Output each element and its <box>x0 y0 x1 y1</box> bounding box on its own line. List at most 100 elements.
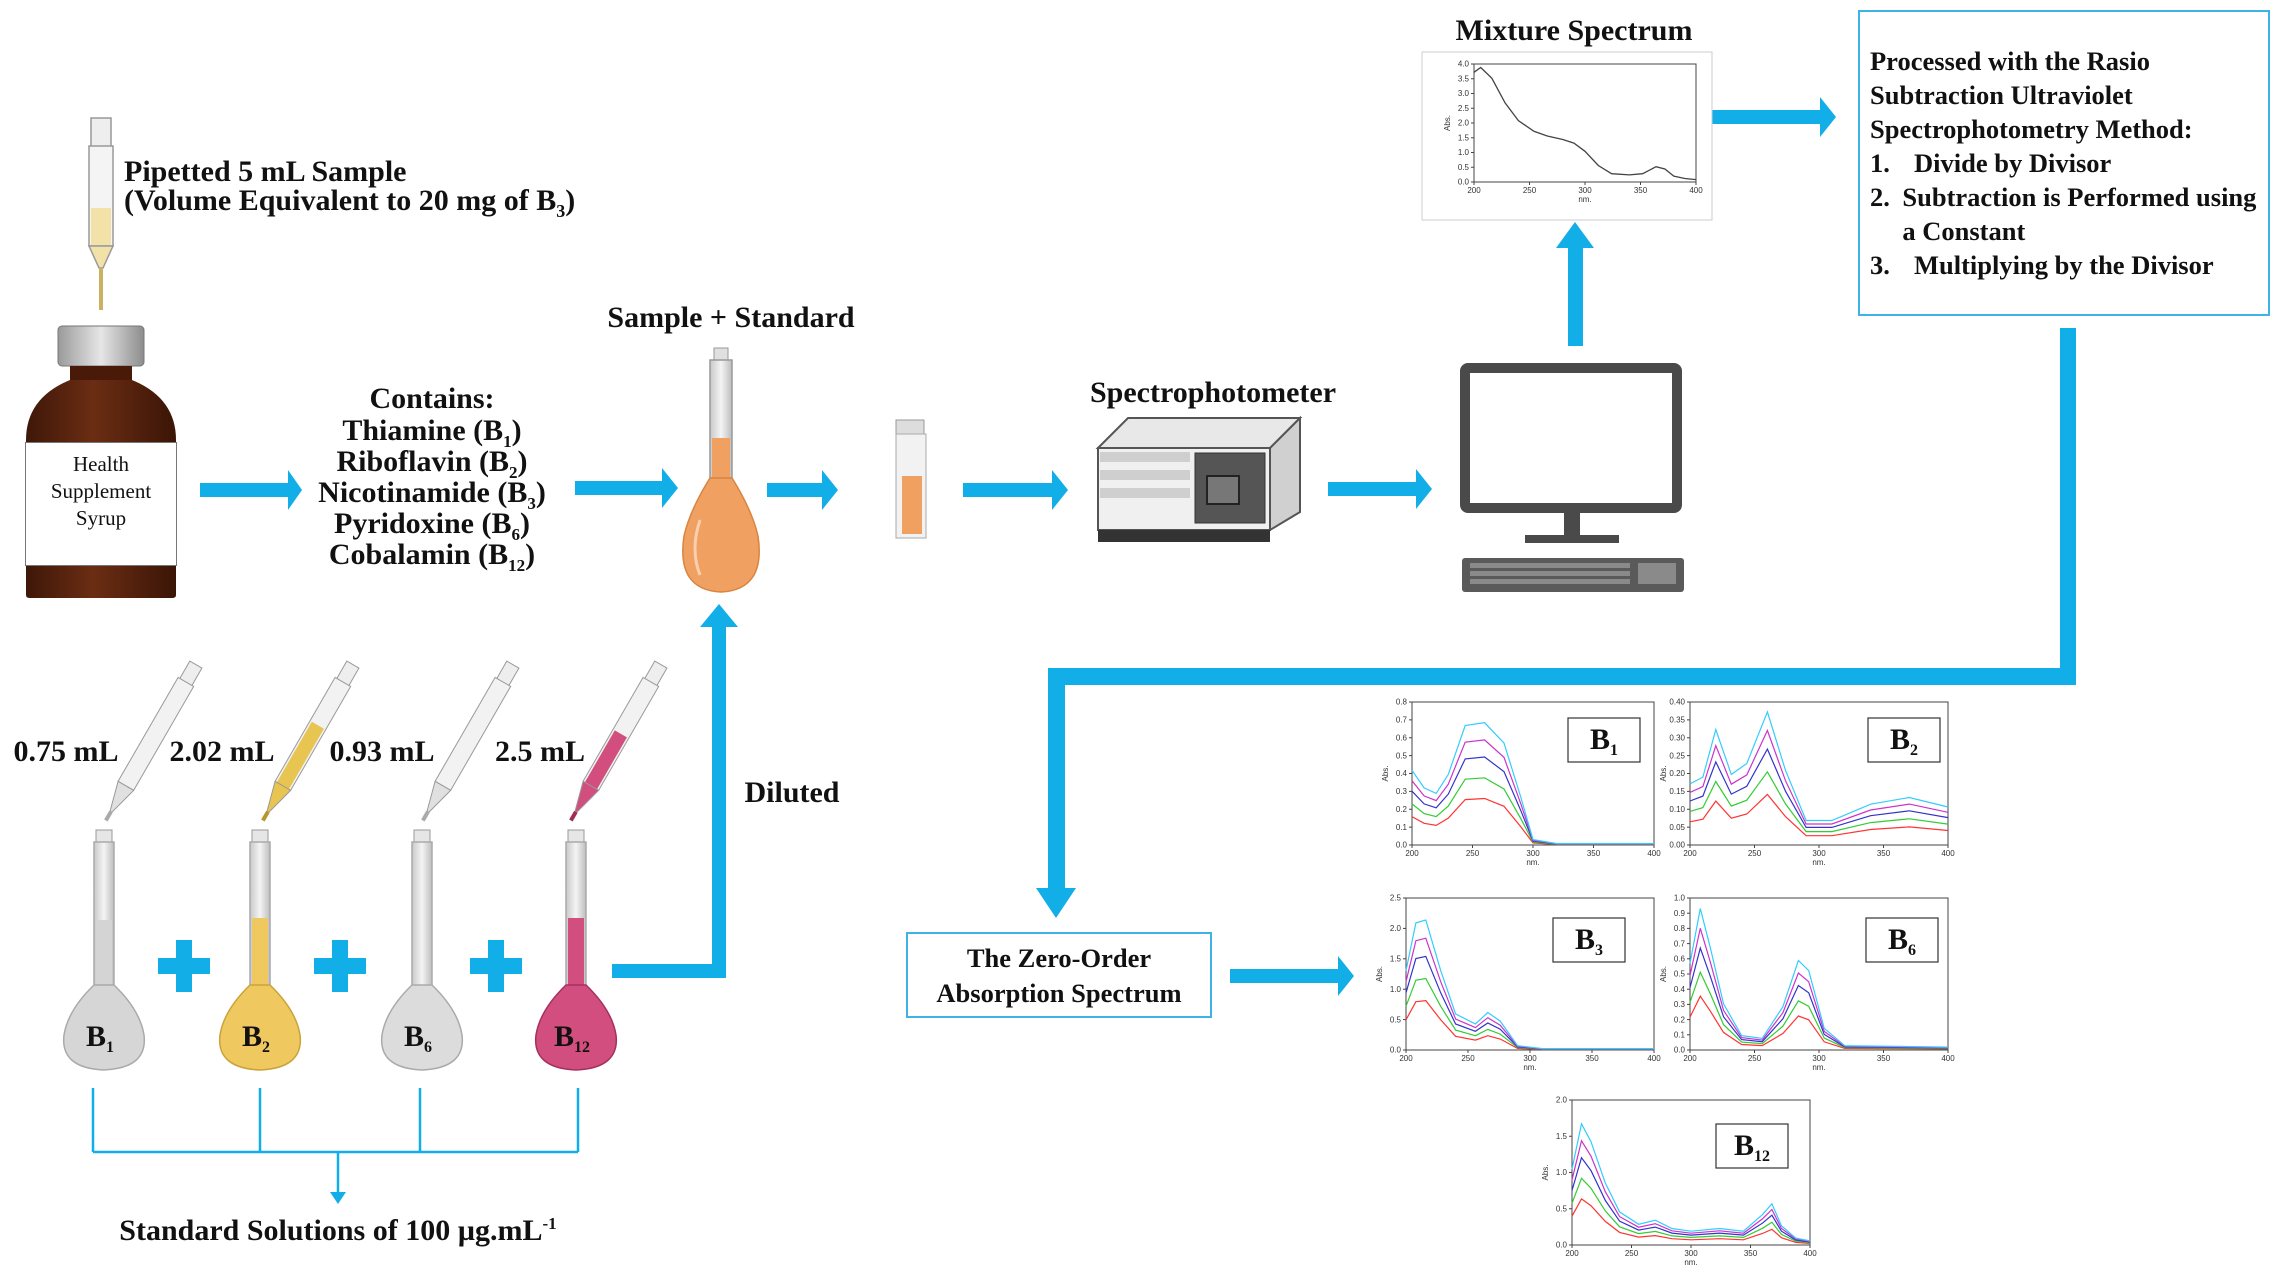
labels: Pipetted 5 mL Sample (Volume Equivalent … <box>14 14 1693 1247</box>
standard-volume-label: 2.5 mL <box>495 735 585 768</box>
x-axis-label: nm. <box>1578 195 1591 204</box>
bottle-label-line2: Supplement <box>50 479 152 503</box>
x-tick-label: 350 <box>1587 849 1601 858</box>
panel-label-box <box>1552 917 1626 963</box>
y-tick-label: 2.0 <box>1458 119 1470 128</box>
x-tick-label: 200 <box>1405 849 1419 858</box>
spectrum-series-line <box>1571 1139 1811 1242</box>
standard-volume-label: 2.02 mL <box>170 735 275 768</box>
y-tick-label: 0.4 <box>1396 769 1408 778</box>
x-tick-label: 250 <box>1748 1054 1762 1063</box>
standard-volume-label: 0.93 mL <box>330 735 435 768</box>
pipette-b6 <box>421 660 520 822</box>
flask-b1 <box>62 829 146 1071</box>
y-tick-label: 0.8 <box>1396 698 1408 707</box>
y-axis-label: Abs. <box>1541 1164 1550 1180</box>
standard-solutions-label: Standard Solutions of 100 µg.mL-1 <box>119 1214 556 1247</box>
pipette-sample-line2: (Volume Equivalent to 20 mg of B3) <box>124 184 575 221</box>
x-tick-label: 200 <box>1467 186 1481 195</box>
x-tick-label: 350 <box>1744 1249 1758 1258</box>
contains-item: Pyridoxine (B6) <box>334 507 530 544</box>
y-tick-label: 0.4 <box>1674 985 1686 994</box>
y-tick-label: 1.5 <box>1556 1132 1568 1141</box>
spectrum-series-line <box>1689 747 1949 828</box>
standard-flask-label: B6 <box>404 1020 432 1056</box>
panel-label: B3 <box>1575 923 1603 959</box>
arrow-flask-to-cuvette <box>767 470 838 510</box>
contains-list: Thiamine (B1)Riboflavin (B2)Nicotinamide… <box>318 414 546 575</box>
spectrophotometer-label: Spectrophotometer <box>1090 376 1336 409</box>
y-tick-label: 0.9 <box>1674 909 1686 918</box>
process-step-text: Subtraction is Performed using a Constan… <box>1902 182 2257 246</box>
pipette-sample-line1: Pipetted 5 mL Sample <box>124 155 407 188</box>
process-step-number: 1. <box>1870 148 1890 178</box>
mixture-spectrum-line <box>1473 66 1697 181</box>
y-tick-label: 2.5 <box>1458 104 1470 113</box>
y-tick-label: 0.05 <box>1669 823 1685 832</box>
standard-volume-label: 0.75 mL <box>14 735 119 768</box>
y-tick-label: 0.10 <box>1669 805 1685 814</box>
y-tick-label: 0.6 <box>1396 733 1408 742</box>
contains-item: Riboflavin (B2) <box>336 445 527 482</box>
x-tick-label: 200 <box>1399 1054 1413 1063</box>
panel-label: B12 <box>1734 1129 1770 1165</box>
diluted-label: Diluted <box>744 776 839 809</box>
spectrum-series-line <box>1405 999 1654 1051</box>
y-tick-label: 0.5 <box>1674 970 1686 979</box>
y-axis-label: Abs. <box>1375 966 1384 982</box>
bottle-label-line1: Health <box>73 452 129 476</box>
spectrum-series-line <box>1571 1198 1811 1244</box>
y-tick-label: 0.40 <box>1669 698 1685 707</box>
panel-label: B6 <box>1888 923 1916 959</box>
pipette-b12 <box>569 660 668 822</box>
y-tick-label: 0.3 <box>1396 787 1408 796</box>
process-step-number: 3. <box>1870 250 1890 280</box>
process-step-number: 2. <box>1870 182 1890 212</box>
process-intro: Processed with the Rasio Subtraction Ult… <box>1870 46 2193 144</box>
spectrum-series-line <box>1411 722 1654 845</box>
x-tick-label: 300 <box>1526 849 1540 858</box>
bottle-label: Health Supplement Syrup <box>25 442 177 566</box>
spectrum-series-line <box>1689 995 1949 1050</box>
y-tick-label: 2.0 <box>1556 1096 1568 1105</box>
x-tick-label: 400 <box>1941 849 1955 858</box>
y-tick-label: 0.6 <box>1674 954 1686 963</box>
y-axis-label: Abs. <box>1659 966 1668 982</box>
y-tick-label: 0.0 <box>1396 841 1408 850</box>
cuvette <box>895 419 927 539</box>
y-tick-label: 0.1 <box>1396 823 1408 832</box>
x-tick-label: 400 <box>1941 1054 1955 1063</box>
computer <box>1460 363 1684 592</box>
x-axis-label: nm. <box>1812 1063 1825 1072</box>
sample-standard-label: Sample + Standard <box>607 301 854 334</box>
plus-icon <box>314 940 366 992</box>
y-tick-label: 1.5 <box>1458 133 1470 142</box>
y-tick-label: 0.25 <box>1669 751 1685 760</box>
x-tick-label: 350 <box>1585 1054 1599 1063</box>
x-tick-label: 400 <box>1689 186 1703 195</box>
y-tick-label: 0.00 <box>1669 841 1685 850</box>
x-tick-label: 350 <box>1877 1054 1891 1063</box>
contains-title: Contains: <box>369 382 494 415</box>
x-tick-label: 250 <box>1625 1249 1639 1258</box>
spectrum-series-line <box>1689 728 1949 825</box>
x-axis-label: nm. <box>1523 1063 1536 1072</box>
plus-icon <box>470 940 522 992</box>
x-tick-label: 400 <box>1647 1054 1661 1063</box>
pipette-b1 <box>104 660 203 822</box>
arrow-cuvette-to-spectrophotometer <box>963 470 1068 510</box>
spectrum-series-line <box>1405 955 1654 1050</box>
bottle-label-line3: Syrup <box>75 506 127 530</box>
y-tick-label: 3.5 <box>1458 74 1470 83</box>
spectrum-series-line <box>1689 946 1949 1049</box>
y-tick-label: 1.5 <box>1390 954 1402 963</box>
y-tick-label: 0.15 <box>1669 787 1685 796</box>
process-step: 2. Subtraction is Performed using a Const… <box>1870 180 2258 248</box>
